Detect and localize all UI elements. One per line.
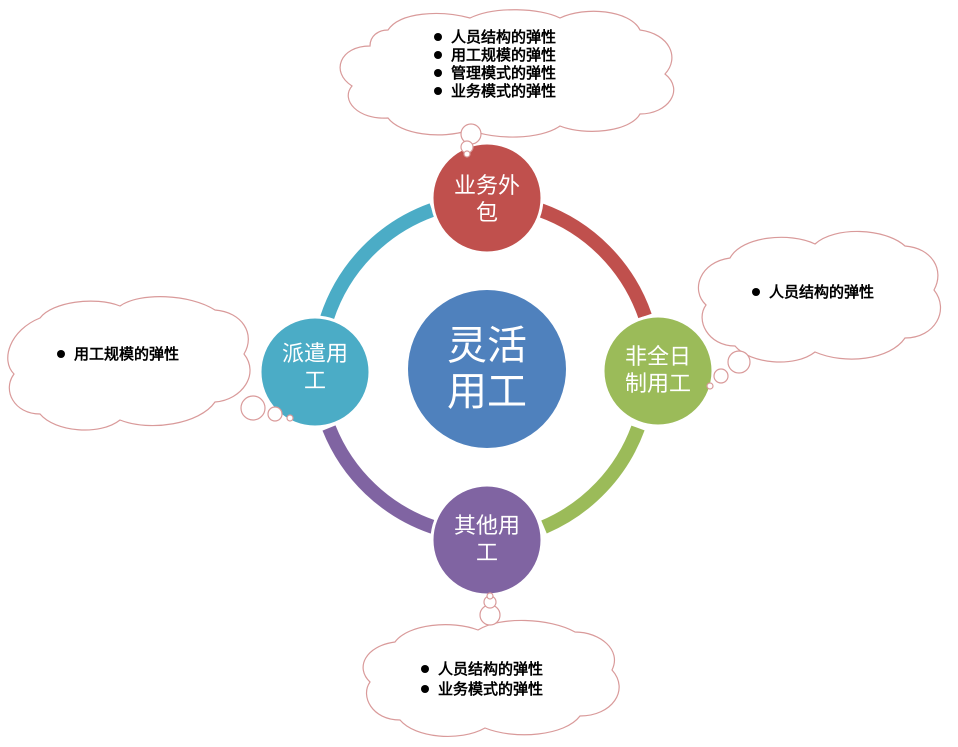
cloud-bottom-bubble-small xyxy=(486,592,494,600)
arc-other-to-dispatch xyxy=(322,425,436,534)
cloud-top-shape xyxy=(339,9,675,138)
cloud-bottom-shape xyxy=(362,619,620,738)
callout-right: 人员结构的弹性 xyxy=(697,230,942,390)
arc-outsourcing-to-parttime xyxy=(537,203,652,319)
arc-dispatch-to-outsourcing xyxy=(320,203,435,321)
node-outsourcing-circle xyxy=(430,141,544,255)
cloud-left-bubble-small xyxy=(286,414,294,422)
node-other: 其他用 工 xyxy=(430,483,544,597)
arc-parttime-to-other xyxy=(541,425,645,534)
cloud-bottom-bullet-icon-2 xyxy=(421,685,429,693)
node-outsourcing: 业务外 包 xyxy=(430,141,544,255)
cloud-top-bullet-icon-1 xyxy=(434,33,442,41)
node-part-time: 非全日 制用工 xyxy=(601,314,715,428)
cloud-right-bubble-medium xyxy=(713,368,729,384)
node-part-time-circle xyxy=(601,314,715,428)
cloud-right-bullet-icon-1 xyxy=(752,288,760,296)
cloud-left-shape xyxy=(7,296,251,431)
cloud-right-shape xyxy=(697,230,942,363)
cloud-top-bullet-icon-2 xyxy=(434,51,442,59)
cycle-ring xyxy=(320,203,652,534)
cloud-right-bubble-small xyxy=(706,382,714,390)
center-circle xyxy=(408,290,566,448)
cloud-top-item-3: 管理模式的弹性 xyxy=(451,64,556,82)
cloud-top-bullet-icon-4 xyxy=(434,87,442,95)
node-part-time-label-line-1: 非全日 xyxy=(625,345,691,370)
cloud-left-bullet-icon-1 xyxy=(57,350,65,358)
node-other-label-line-1: 其他用 xyxy=(454,514,520,539)
cloud-left-bubble-large xyxy=(240,395,266,421)
cloud-bottom-item-1: 人员结构的弹性 xyxy=(438,660,543,678)
node-dispatch-circle xyxy=(258,315,372,429)
callout-bottom: 人员结构的弹性 业务模式的弹性 xyxy=(362,592,620,738)
node-part-time-label-line-2: 制用工 xyxy=(625,372,691,397)
cloud-top-bullet-icon-3 xyxy=(434,69,442,77)
node-outsourcing-label-line-2: 包 xyxy=(476,201,498,226)
node-other-circle xyxy=(430,483,544,597)
cloud-bottom-bullet-icon-1 xyxy=(421,665,429,673)
cloud-right-item-1: 人员结构的弹性 xyxy=(769,283,874,301)
node-dispatch-label-line-2: 工 xyxy=(304,369,326,394)
center-label-line-1: 灵活 xyxy=(447,323,527,369)
node-dispatch-label-line-1: 派遣用 xyxy=(282,342,348,367)
center-label-line-2: 用工 xyxy=(447,369,527,415)
node-outsourcing-label-line-1: 业务外 xyxy=(454,174,520,199)
cloud-left-item-1: 用工规模的弹性 xyxy=(74,345,179,363)
cloud-top-item-4: 业务模式的弹性 xyxy=(451,82,556,100)
cloud-top-bubble-small xyxy=(463,150,471,158)
cloud-left-bubble-medium xyxy=(267,406,283,422)
cloud-top-item-1: 人员结构的弹性 xyxy=(451,28,556,46)
node-dispatch: 派遣用 工 xyxy=(258,315,372,429)
callout-top: 人员结构的弹性 用工规模的弹性 管理模式的弹性 业务模式的弹性 xyxy=(339,9,675,158)
cloud-bottom-item-2: 业务模式的弹性 xyxy=(438,680,543,698)
callout-left: 用工规模的弹性 xyxy=(7,296,294,431)
cloud-top-bubble-large xyxy=(460,123,482,145)
node-other-label-line-2: 工 xyxy=(476,541,498,566)
cloud-top-item-2: 用工规模的弹性 xyxy=(451,46,556,64)
cloud-right-bubble-large xyxy=(727,350,751,374)
center-node: 灵活 用工 xyxy=(408,290,566,448)
